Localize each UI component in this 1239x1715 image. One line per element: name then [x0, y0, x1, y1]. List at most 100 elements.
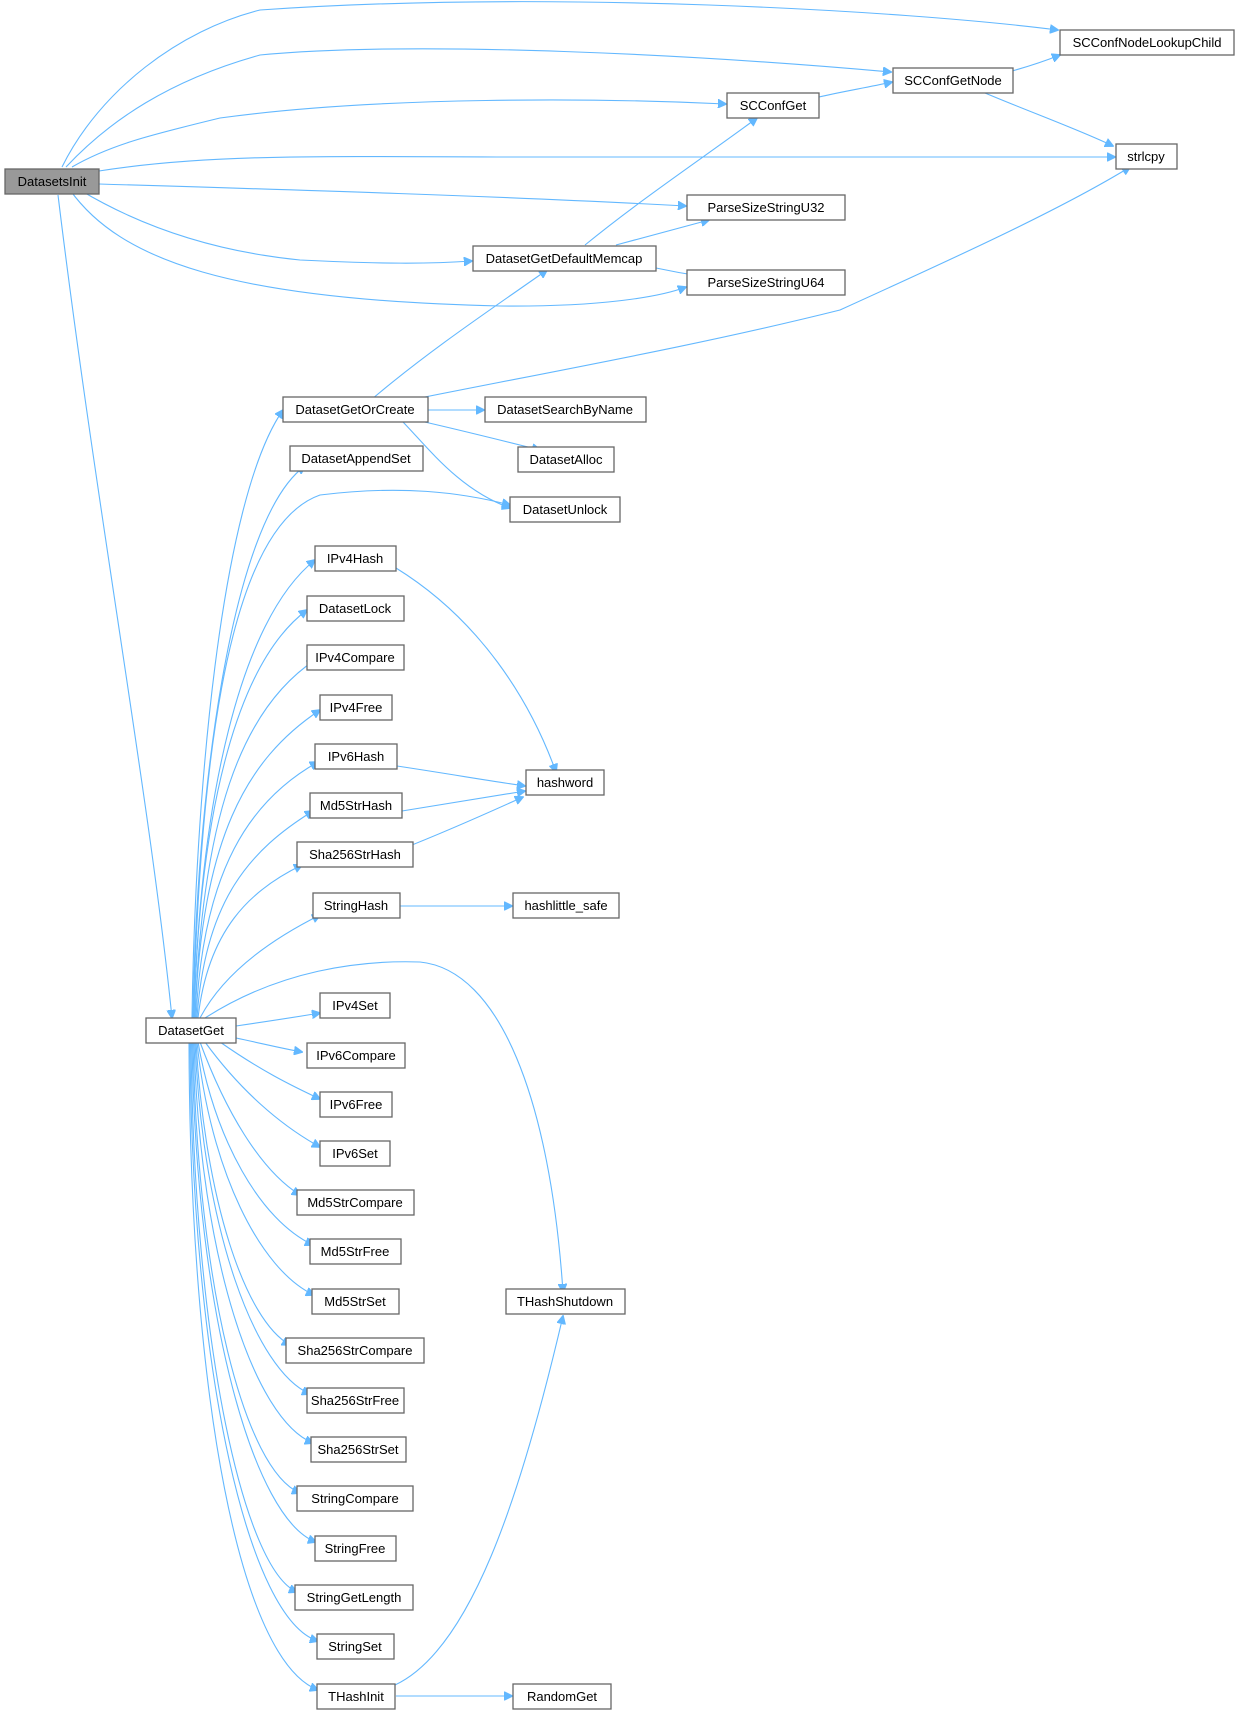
node-datasetappendset[interactable]: DatasetAppendSet [289, 445, 424, 472]
node-stringfree[interactable]: StringFree [314, 1535, 397, 1562]
node-label: ParseSizeStringU32 [707, 200, 824, 215]
edge-getorcreate-strlcpy [419, 167, 1130, 399]
edge-datasetsinit-datasetget [57, 194, 172, 1018]
edge-datasetget-md5strcompare [199, 1041, 300, 1195]
node-label: hashlittle_safe [524, 898, 607, 913]
node-parsesizestringu32[interactable]: ParseSizeStringU32 [686, 194, 846, 221]
node-label: DatasetAppendSet [301, 451, 411, 466]
node-stringcompare[interactable]: StringCompare [296, 1485, 414, 1512]
edge-datasetget-thashinit [188, 1041, 318, 1690]
node-label: IPv6Free [330, 1097, 383, 1112]
node-ipv4free[interactable]: IPv4Free [319, 694, 393, 721]
node-label: IPv4Set [332, 998, 378, 1013]
node-stringhash[interactable]: StringHash [312, 892, 401, 919]
node-hashlittlesafe[interactable]: hashlittle_safe [512, 892, 620, 919]
edge-datasetget-ipv4free [194, 710, 320, 1019]
node-sha256strhash[interactable]: Sha256StrHash [296, 841, 414, 868]
node-label: StringFree [325, 1541, 386, 1556]
node-randomget[interactable]: RandomGet [512, 1683, 612, 1710]
edge-scconfgetnode-scconfnodelookupchild [1011, 55, 1060, 72]
edge-datasetget-thashshutdown [204, 961, 563, 1292]
node-ipv4hash[interactable]: IPv4Hash [314, 545, 397, 572]
edge-ipv6hash-hashword [396, 765, 525, 786]
node-sha256strcompare[interactable]: Sha256StrCompare [285, 1337, 425, 1364]
node-parsesizestringu64[interactable]: ParseSizeStringU64 [686, 269, 846, 296]
edge-datasetget-datasetlock [193, 610, 307, 1019]
node-ipv4compare[interactable]: IPv4Compare [306, 644, 405, 671]
edge-datasetsinit-scconfgetnode [65, 48, 891, 168]
node-datasetlock[interactable]: DatasetLock [306, 595, 405, 622]
edge-getorcreate-datasetalloc [415, 419, 540, 450]
edge-datasetsinit-parsesizestringu32 [98, 183, 686, 206]
edge-datasetget-sha256strfree [194, 1041, 310, 1394]
edge-datasetget-sha256strcompare [195, 1041, 290, 1345]
edge-getorcreate-memcap [371, 270, 547, 400]
node-label: DatasetGetOrCreate [295, 402, 414, 417]
node-sha256strset[interactable]: Sha256StrSet [310, 1436, 407, 1463]
edge-datasetget-ipv6free [219, 1041, 320, 1099]
node-datasetget[interactable]: DatasetGet [145, 1017, 237, 1044]
node-scconfget[interactable]: SCConfGet [726, 92, 820, 119]
node-md5strset[interactable]: Md5StrSet [311, 1288, 400, 1315]
node-label: RandomGet [527, 1689, 597, 1704]
node-label: DatasetsInit [18, 174, 87, 189]
node-label: strlcpy [1127, 149, 1165, 164]
node-label: DatasetAlloc [530, 452, 603, 467]
node-thashshutdown[interactable]: THashShutdown [505, 1288, 626, 1315]
node-label: Md5StrHash [320, 798, 392, 813]
edge-datasetsinit-scconfnodelookupchild [61, 1, 1058, 168]
node-datasetunlock[interactable]: DatasetUnlock [509, 496, 621, 523]
node-ipv6free[interactable]: IPv6Free [319, 1091, 393, 1118]
node-sha256strfree[interactable]: Sha256StrFree [306, 1387, 405, 1414]
node-label: Md5StrSet [324, 1294, 386, 1309]
node-stringset[interactable]: StringSet [316, 1633, 395, 1660]
edge-datasetsinit-datasetgetdefaultmemcap [79, 189, 472, 263]
node-thashinit[interactable]: THashInit [316, 1683, 396, 1710]
node-label: SCConfGet [740, 98, 807, 113]
node-datasetgetdefaultmemcap[interactable]: DatasetGetDefaultMemcap [472, 245, 657, 272]
edge-datasetget-sha256strhash [197, 865, 302, 1019]
node-ipv6compare[interactable]: IPv6Compare [306, 1042, 406, 1069]
edge-scconfgetnode-strlcpy [984, 92, 1113, 146]
edge-datasetget-md5strset [196, 1041, 314, 1295]
node-datasetsinit[interactable]: DatasetsInit [4, 168, 100, 195]
edge-datasetget-getorcreate [191, 410, 283, 1019]
node-ipv4set[interactable]: IPv4Set [319, 992, 391, 1019]
node-strlcpy[interactable]: strlcpy [1115, 143, 1178, 170]
node-label: DatasetLock [319, 601, 392, 616]
node-label: StringHash [324, 898, 388, 913]
node-scconfnodelookupchild[interactable]: SCConfNodeLookupChild [1059, 29, 1235, 56]
node-ipv6set[interactable]: IPv6Set [319, 1140, 391, 1167]
node-label: DatasetSearchByName [497, 402, 633, 417]
node-label: Sha256StrHash [309, 847, 401, 862]
node-md5strfree[interactable]: Md5StrFree [309, 1238, 402, 1265]
edges [57, 1, 1130, 1696]
node-ipv6hash[interactable]: IPv6Hash [314, 743, 398, 770]
edge-datasetget-ipv4set [235, 1013, 320, 1027]
node-hashword[interactable]: hashword [525, 769, 605, 796]
edge-datasetget-md5strfree [197, 1041, 313, 1245]
node-datasetalloc[interactable]: DatasetAlloc [517, 446, 615, 473]
node-label: THashShutdown [517, 1294, 613, 1309]
node-scconfgetnode[interactable]: SCConfGetNode [892, 67, 1014, 94]
edge-datasetget-sha256strset [193, 1041, 313, 1443]
node-label: DatasetGetDefaultMemcap [486, 251, 643, 266]
edge-datasetget-appendset [192, 466, 305, 1019]
node-label: SCConfNodeLookupChild [1073, 35, 1222, 50]
edge-memcap-scconfget [584, 118, 757, 246]
edge-datasetget-ipv4compare [194, 660, 315, 1019]
node-stringgetlength[interactable]: StringGetLength [294, 1584, 414, 1611]
node-label: StringSet [328, 1639, 382, 1654]
edge-thashinit-thashshutdown [394, 1316, 563, 1686]
edge-sha256strhash-hashword [401, 797, 523, 850]
node-md5strhash[interactable]: Md5StrHash [309, 792, 403, 819]
node-md5strcompare[interactable]: Md5StrCompare [296, 1189, 415, 1216]
node-label: IPv6Compare [316, 1048, 395, 1063]
node-label: IPv4Free [330, 700, 383, 715]
node-label: StringCompare [311, 1491, 398, 1506]
edge-scconfget-scconfgetnode [818, 82, 892, 98]
node-datasetsearchbyname[interactable]: DatasetSearchByName [484, 396, 647, 423]
node-datasetgetorcreate[interactable]: DatasetGetOrCreate [282, 396, 429, 423]
